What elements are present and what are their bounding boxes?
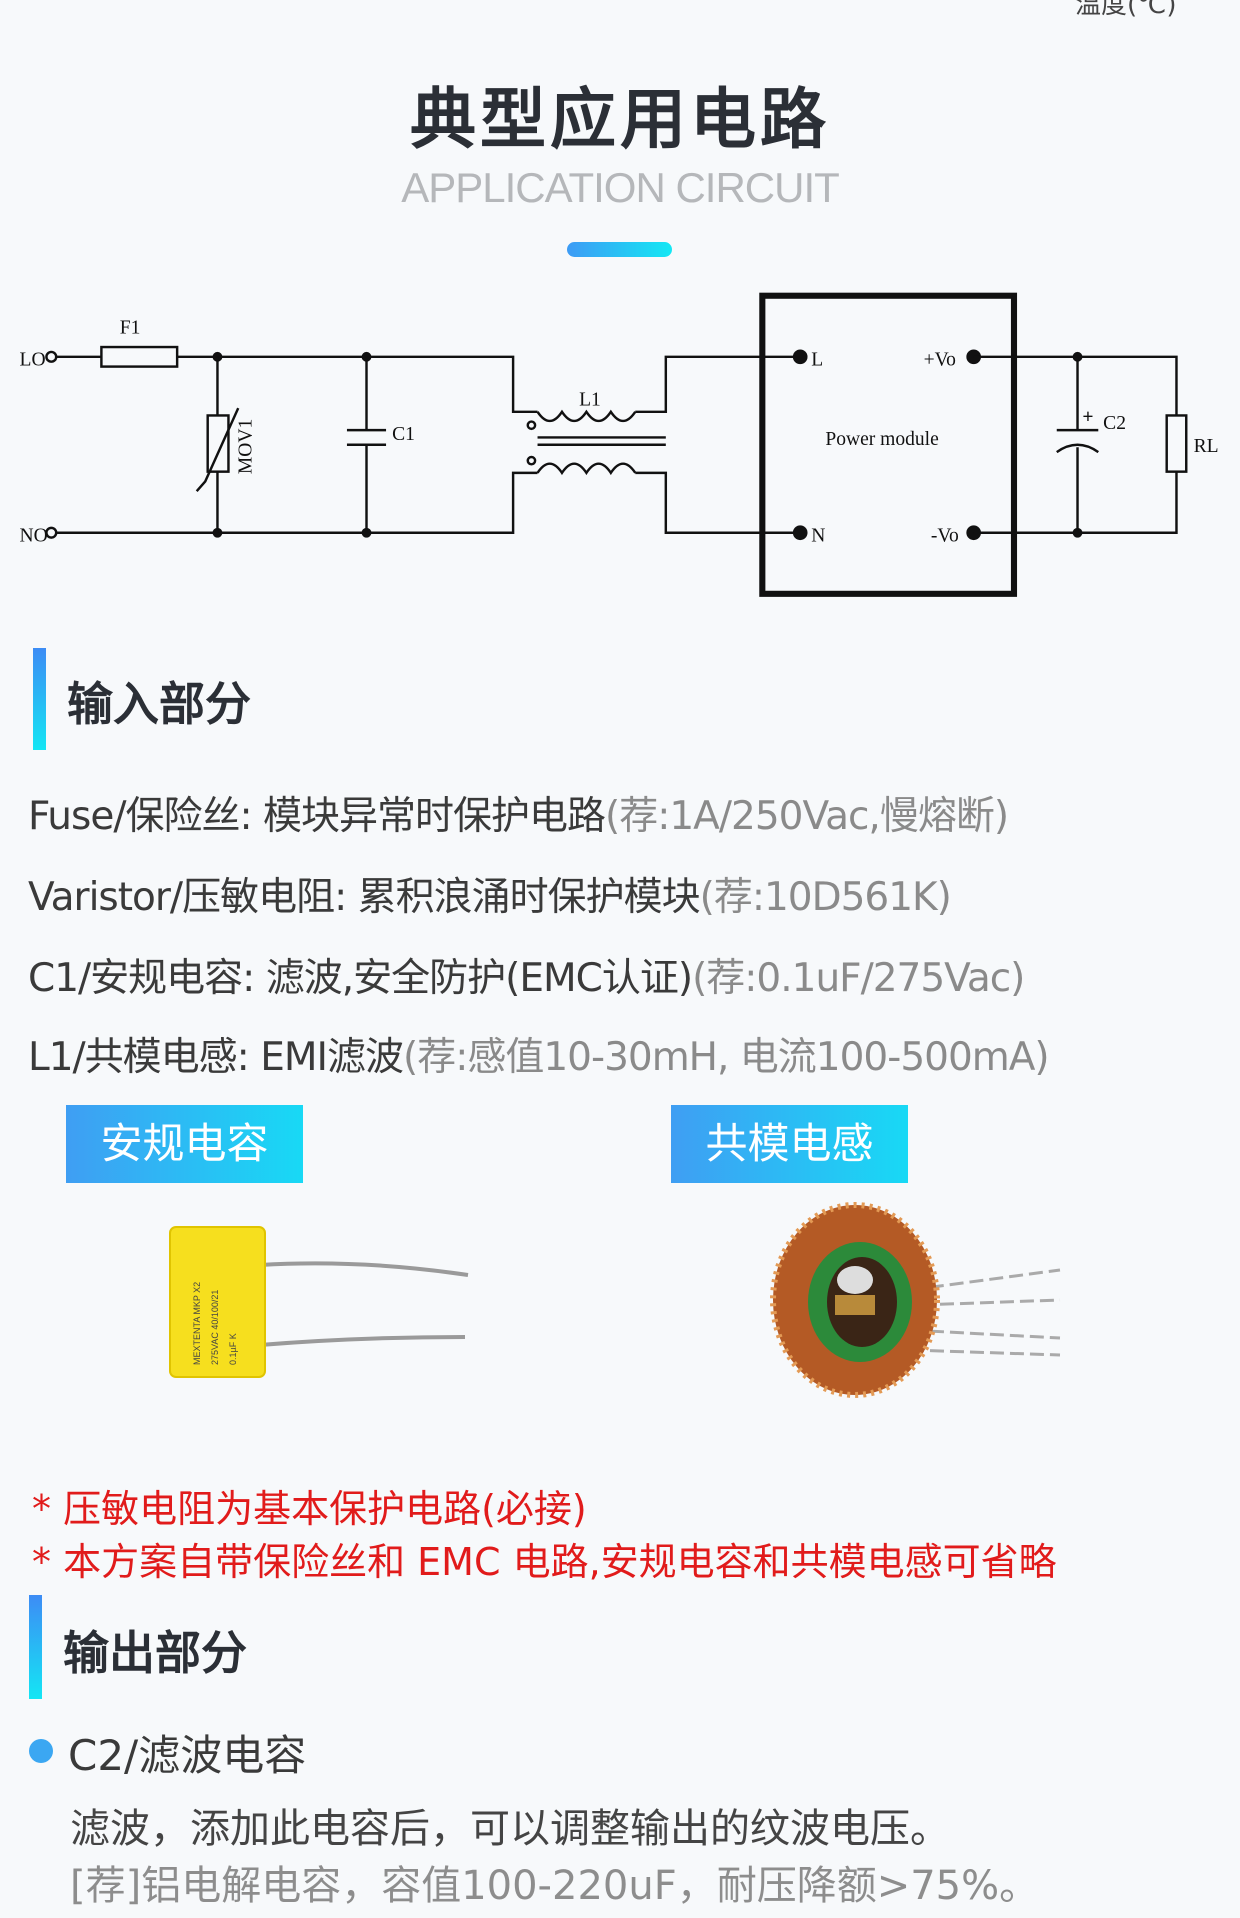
page-title: 典型应用电路 <box>410 81 830 158</box>
label-no: NO <box>20 525 48 546</box>
temperature-axis-label: 温度(℃) <box>1075 0 1177 20</box>
label-pin-l: L <box>811 349 823 370</box>
input-item-c1: C1/安规电容: 滤波,安全防护(EMC认证)(荐:0.1uF/275Vac) <box>28 947 1025 1003</box>
input-item-l1: L1/共模电感: EMI滤波(荐:感值10-30mH, 电流100-500mA) <box>28 1026 1050 1082</box>
item-text: Fuse/保险丝: 模块异常时保护电路 <box>28 794 606 839</box>
safety-capacitor-image: MEXTENTA MKP X2 275VAC 40/100/21 0.1µF K <box>169 1226 469 1378</box>
label-l1: L1 <box>579 390 601 411</box>
page-subtitle: APPLICATION CIRCUIT <box>401 164 840 211</box>
svg-text:MEXTENTA MKP X2: MEXTENTA MKP X2 <box>192 1282 202 1365</box>
note-emc-optional: * 本方案自带保险丝和 EMC 电路,安规电容和共模电感可省略 <box>32 1540 1057 1584</box>
output-section-title: 输出部分 <box>63 1626 247 1680</box>
label-mov1: MOV1 <box>236 419 257 474</box>
common-mode-inductor-l1 <box>526 355 795 534</box>
safety-capacitor-tag: 安规电容 <box>66 1105 303 1183</box>
output-wires <box>973 355 1188 534</box>
input-wires <box>45 345 538 539</box>
label-pin-vo-neg: -Vo <box>931 525 959 546</box>
output-section-bar <box>29 1595 42 1699</box>
item-text: L1/共模电感: EMI滤波 <box>28 1035 404 1080</box>
load-resistor-rl <box>1165 414 1188 473</box>
varistor-mov1 <box>195 356 240 533</box>
label-power-module: Power module <box>825 429 938 450</box>
fuse-f1 <box>100 345 179 368</box>
label-pin-n: N <box>811 525 825 546</box>
application-circuit-diagram: LO NO F1 MOV1 C1 L1 Power module L N +Vo… <box>20 292 1219 597</box>
common-mode-inductor-tag: 共模电感 <box>671 1105 908 1183</box>
input-section-bar <box>33 648 46 750</box>
label-c2-plus: + <box>1082 407 1093 428</box>
label-lo: LO <box>20 349 46 370</box>
label-f1: F1 <box>120 318 141 339</box>
svg-text:275VAC 40/100/21: 275VAC 40/100/21 <box>210 1290 220 1365</box>
item-recommendation: (荐:0.1uF/275Vac) <box>692 956 1025 1001</box>
item-recommendation: (荐:感值10-30mH, 电流100-500mA) <box>403 1035 1050 1080</box>
input-item-fuse: Fuse/保险丝: 模块异常时保护电路(荐:1A/250Vac,慢熔断) <box>28 785 1009 841</box>
c2-recommendation: [荐]铝电解电容，容值100-220uF，耐压降额>75%。 <box>70 1863 1040 1909</box>
item-recommendation: (荐:10D561K) <box>699 875 952 920</box>
label-c1: C1 <box>392 424 415 445</box>
label-pin-vo-pos: +Vo <box>924 349 957 370</box>
label-rl: RL <box>1194 436 1219 457</box>
common-mode-inductor-image <box>770 1202 1061 1398</box>
note-varistor-required: * 压敏电阻为基本保护电路(必接) <box>32 1487 587 1531</box>
title-accent-bar <box>567 242 672 257</box>
capacitor-c2 <box>1056 443 1099 454</box>
svg-text:0.1µF K: 0.1µF K <box>228 1333 238 1365</box>
c2-item-label: C2/滤波电容 <box>68 1731 307 1780</box>
label-c2: C2 <box>1103 413 1126 434</box>
input-section-title: 输入部分 <box>67 677 251 731</box>
power-module-box <box>759 292 1018 597</box>
bullet-dot-icon <box>29 1739 53 1763</box>
item-text: Varistor/压敏电阻: 累积浪涌时保护模块 <box>28 875 701 920</box>
capacitor-c1 <box>346 356 387 533</box>
item-text: C1/安规电容: 滤波,安全防护(EMC认证) <box>28 956 693 1001</box>
item-recommendation: (荐:1A/250Vac,慢熔断) <box>605 794 1009 839</box>
c2-description: 滤波，添加此电容后，可以调整输出的纹波电压。 <box>70 1806 950 1852</box>
input-item-varistor: Varistor/压敏电阻: 累积浪涌时保护模块(荐:10D561K) <box>28 866 952 922</box>
